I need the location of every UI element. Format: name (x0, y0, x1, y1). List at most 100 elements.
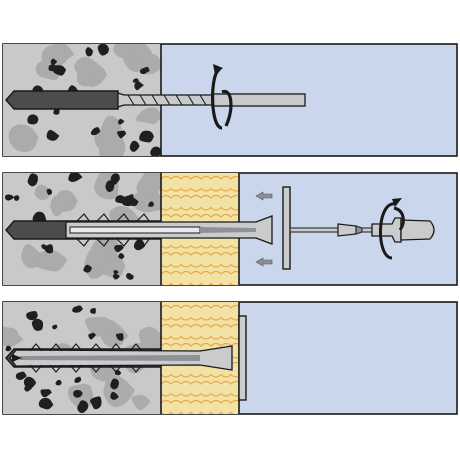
insulation-fibre (161, 251, 239, 256)
step-3-panel (2, 301, 458, 415)
aggregate-stone (26, 310, 38, 321)
insulation-fibre (161, 187, 239, 192)
concrete-patch (34, 184, 50, 200)
drilled-hole (5, 90, 119, 110)
insulation-fibre (161, 392, 239, 397)
aggregate-stone (85, 47, 93, 57)
concrete-patch (74, 56, 104, 82)
aggregate-stone (121, 194, 134, 207)
aggregate-stone (134, 80, 144, 91)
anchor-sleeve (65, 213, 273, 247)
insulation-fibre (161, 244, 239, 249)
insulation-fibre (161, 342, 239, 347)
installed-anchor (9, 343, 233, 373)
insulation-fibre (161, 282, 239, 285)
aggregate-stone (117, 118, 125, 125)
aggregate-stone (90, 127, 101, 136)
concrete-patch (3, 326, 24, 347)
aggregate-stone (46, 129, 60, 141)
insulation-fibre (161, 213, 239, 218)
drill-bit (117, 92, 306, 108)
aggregate-stone (110, 173, 120, 185)
insulation-fibre (161, 194, 239, 199)
concrete-patch (85, 316, 112, 337)
aggregate-stone (89, 396, 102, 410)
aggregate-stone (114, 244, 124, 253)
insulation-fibre (161, 411, 239, 414)
insulation-fibre (161, 380, 239, 385)
insulation-fibre (161, 316, 239, 321)
aggregate-stone (118, 252, 125, 259)
concrete-patch (50, 195, 66, 217)
aggregate-stone (97, 44, 109, 56)
rotation-arrow-icon (379, 198, 405, 260)
insulation-fibre (161, 335, 239, 340)
step-1-panel (2, 43, 458, 157)
aggregate-stone (15, 371, 27, 380)
aggregate-stone (129, 140, 140, 152)
insulation-fibre (161, 263, 239, 268)
insulation-fibre (161, 323, 239, 328)
concrete-patch (98, 132, 126, 156)
aggregate-stone (139, 130, 154, 143)
drill-shank (211, 93, 306, 107)
aggregate-stone (52, 324, 58, 330)
aggregate-stone (90, 307, 96, 314)
aggregate-stone (110, 378, 119, 390)
aggregate-stone (24, 385, 33, 392)
concrete-patch (113, 44, 136, 59)
aggregate-stone (74, 376, 82, 383)
anchor-plate (238, 315, 247, 401)
insulation-fibre (161, 399, 239, 404)
concrete-patch (135, 107, 161, 125)
concrete-patch (98, 115, 122, 140)
aggregate-stone (73, 390, 83, 398)
concrete-patch (41, 44, 69, 70)
aggregate-stone (5, 345, 12, 352)
insulation-fibre (161, 206, 239, 211)
aggregate-stone (31, 318, 43, 331)
aggregate-stone (5, 194, 15, 201)
aggregate-stone (13, 195, 20, 201)
aggregate-stone (46, 188, 53, 195)
aggregate-stone (27, 173, 38, 187)
aggregate-stone (83, 264, 92, 273)
insulation-fibre (161, 304, 239, 309)
aggregate-stone (112, 274, 120, 280)
aggregate-stone (139, 66, 150, 75)
aggregate-stone (50, 58, 58, 66)
aggregate-stone (133, 239, 146, 251)
aggregate-stone (88, 332, 96, 340)
concrete-patch (100, 254, 126, 278)
concrete-patch (131, 394, 151, 410)
concrete-patch (8, 124, 39, 152)
aggregate-stone (27, 114, 39, 125)
aggregate-stone (110, 391, 119, 400)
aggregate-stone (55, 379, 62, 386)
aggregate-stone (113, 270, 119, 276)
concrete-patch (34, 249, 68, 272)
aggregate-stone (48, 64, 58, 72)
aggregate-stone (115, 333, 124, 341)
rotation-arrow-icon (210, 64, 233, 130)
aggregate-stone (150, 146, 161, 156)
aggregate-stone (38, 397, 54, 410)
aggregate-stone (148, 201, 154, 207)
aggregate-stone (41, 244, 48, 251)
aggregate-stone (68, 173, 83, 182)
insulation-fibre (161, 175, 239, 180)
push-arrow-icon (255, 191, 273, 267)
concrete-aggregate (5, 173, 161, 280)
insulation-fibre (161, 270, 239, 275)
step-2-panel (2, 172, 458, 286)
aggregate-stone (132, 78, 139, 83)
aggregate-stone (77, 400, 89, 414)
anchor-plate (282, 186, 291, 270)
insulation-fibre (161, 373, 239, 378)
concrete-aggregate (8, 44, 161, 156)
aggregate-stone (72, 305, 83, 313)
aggregate-stone (40, 389, 52, 398)
aggregate-stone (117, 130, 127, 139)
